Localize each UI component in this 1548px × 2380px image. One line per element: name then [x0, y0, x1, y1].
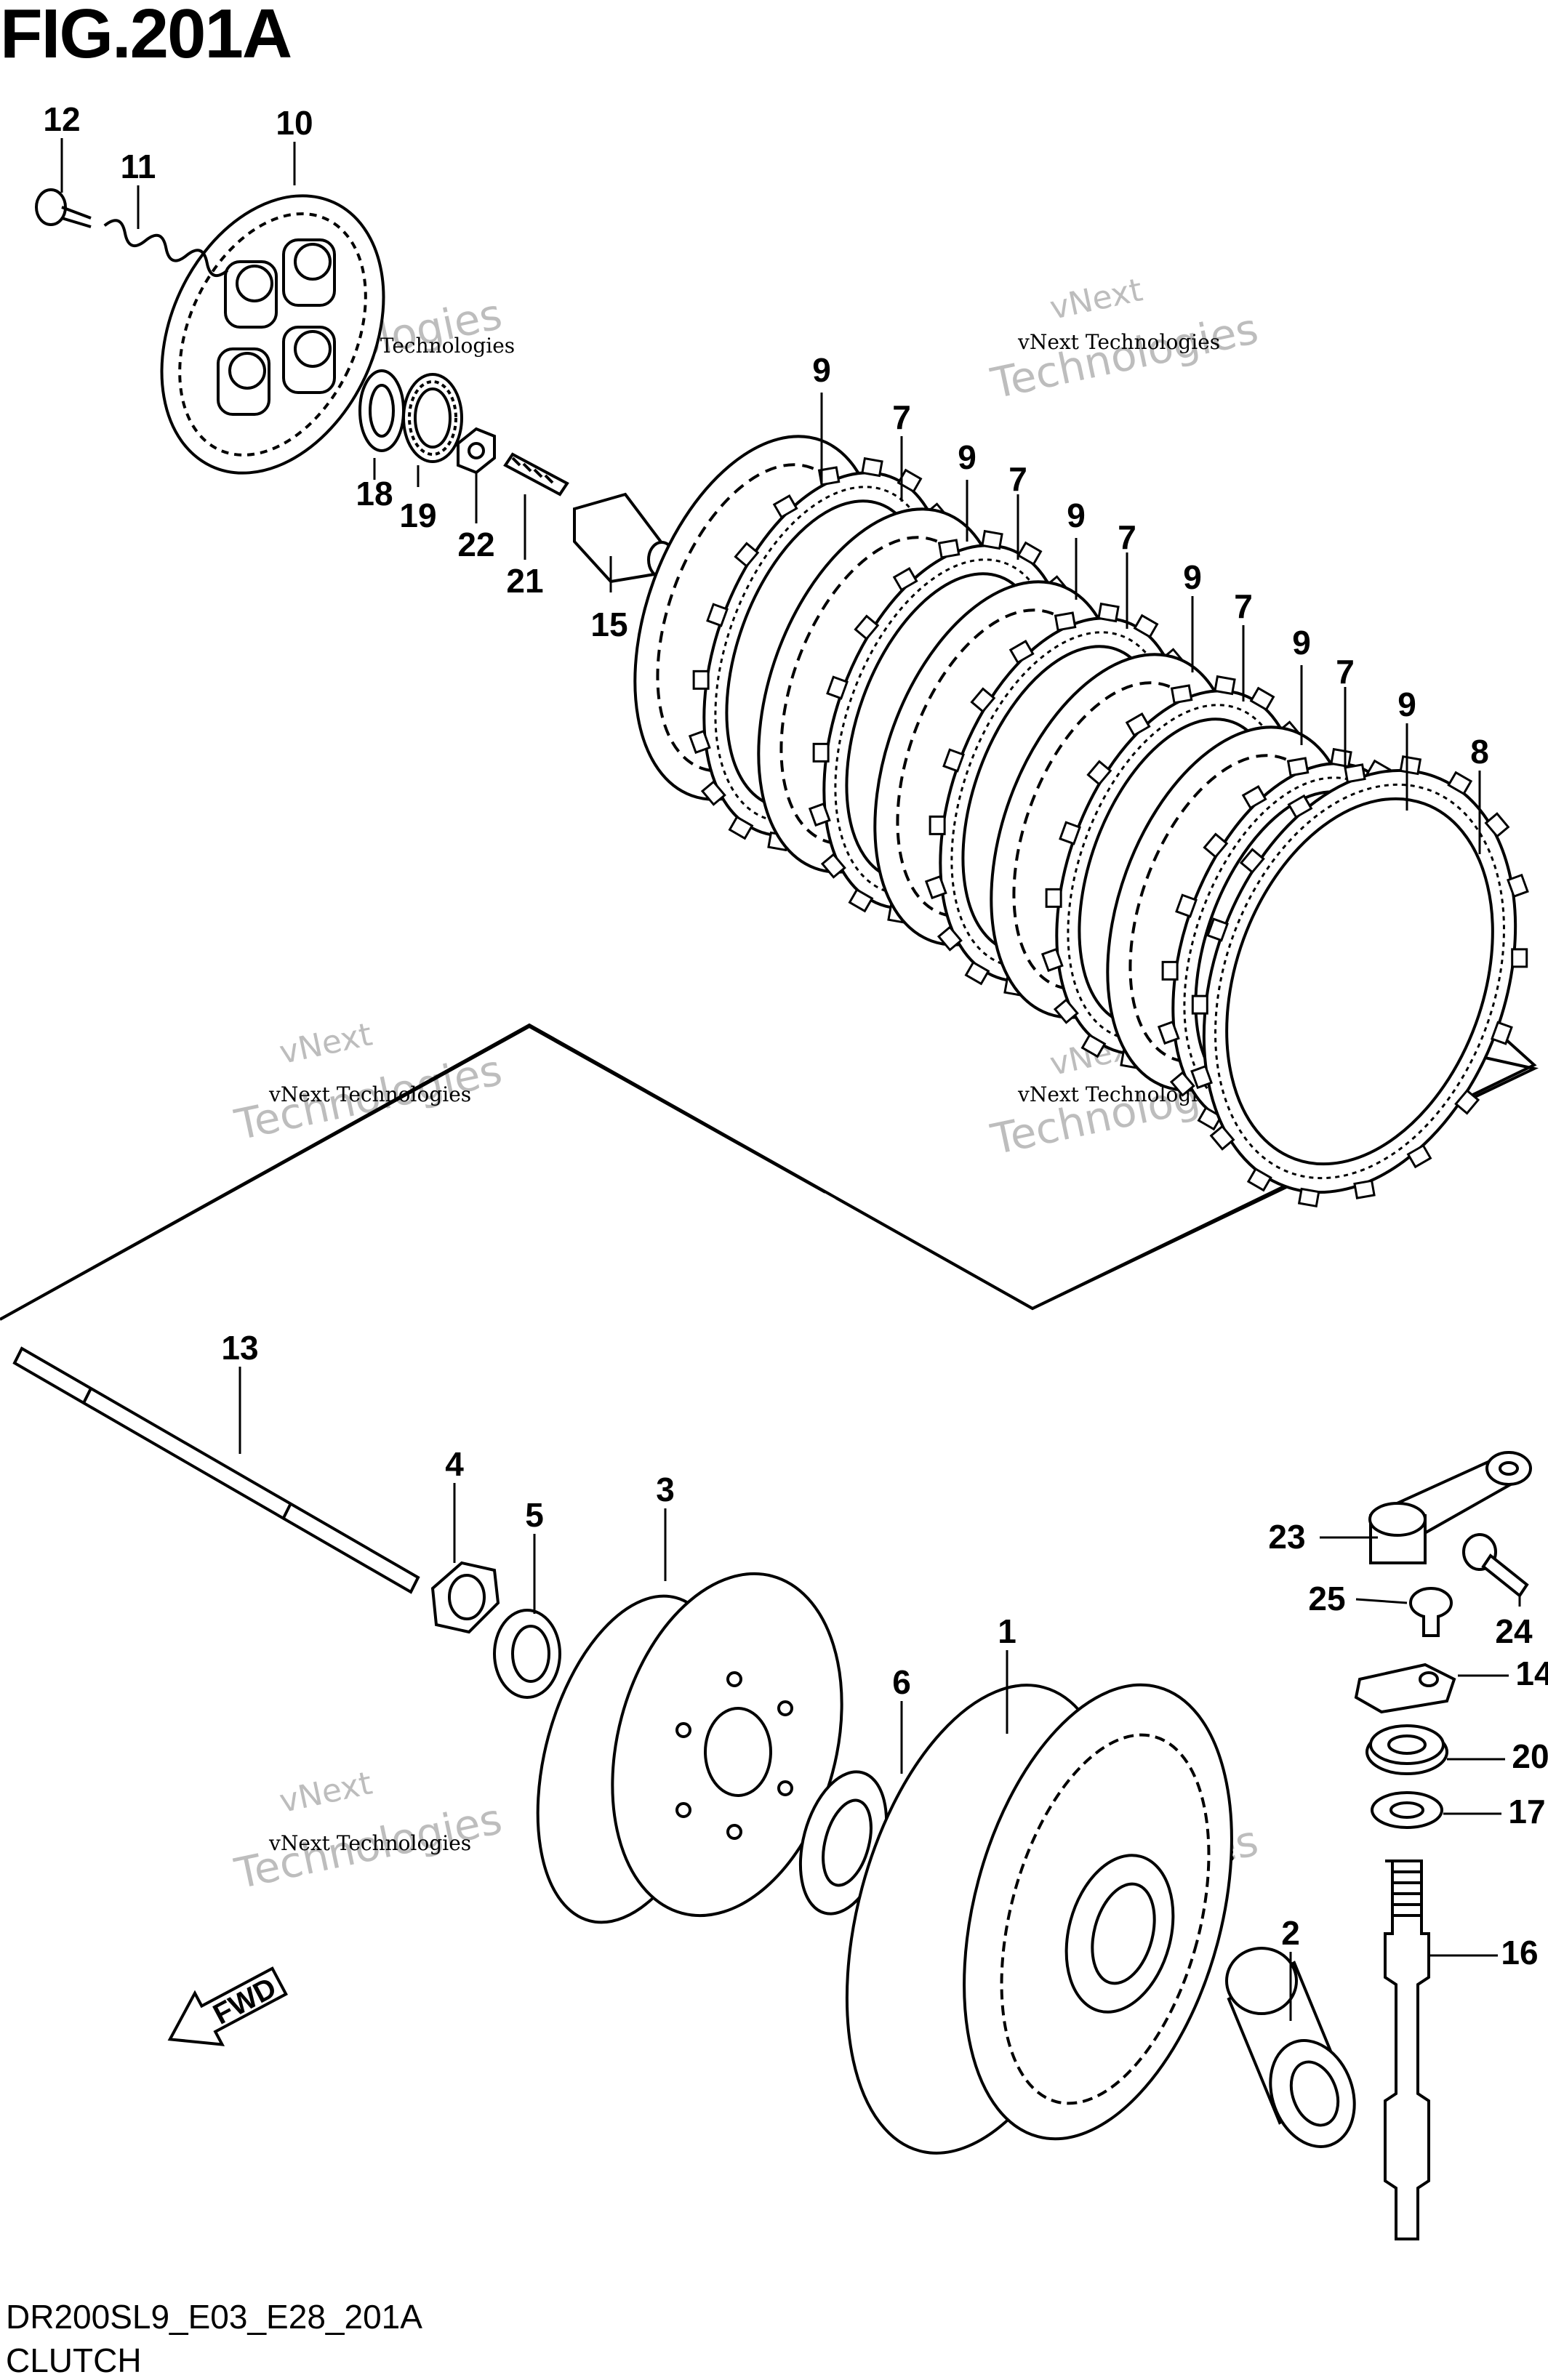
screw-25	[1409, 1587, 1453, 1637]
clutch-plate-stack	[633, 435, 1529, 1208]
release-lever-23	[1368, 1451, 1532, 1564]
callout-7: 7	[1118, 518, 1136, 556]
callout-8: 8	[1470, 733, 1489, 771]
bolt-12	[35, 188, 92, 228]
push-rod-13	[12, 1346, 420, 1594]
callout-7: 7	[892, 398, 911, 436]
callout-7: 7	[1234, 587, 1253, 625]
forward-label: FWD	[208, 1971, 281, 2031]
callout-1: 1	[998, 1612, 1016, 1650]
callout-11: 11	[121, 148, 156, 185]
callout-25: 25	[1308, 1580, 1345, 1617]
watermark-text-3: Technologies	[987, 304, 1263, 409]
washer-17	[1371, 1791, 1443, 1829]
figure-name: CLUTCH	[6, 2341, 142, 2379]
bearing-19	[402, 373, 463, 463]
callout-22: 22	[457, 526, 494, 563]
callout-7: 7	[1008, 460, 1027, 498]
callout-14: 14	[1515, 1655, 1548, 1692]
nut-22	[457, 427, 496, 475]
callout-23: 23	[1268, 1518, 1305, 1556]
callout-18: 18	[356, 475, 393, 512]
callout-9: 9	[1183, 558, 1202, 596]
clutch-hub-3	[536, 1572, 843, 1924]
watermark-caption: vNext Technologies	[268, 1082, 471, 1106]
callout-13: 13	[221, 1329, 258, 1367]
callout-19: 19	[399, 496, 436, 534]
callout-9: 9	[1292, 624, 1311, 662]
washer-5	[493, 1609, 561, 1699]
spring-11	[103, 219, 229, 278]
callout-15: 15	[590, 606, 627, 643]
callout-10: 10	[276, 104, 313, 142]
callout-9: 9	[812, 351, 831, 389]
release-shaft-16	[1384, 1860, 1430, 2240]
callout-16: 16	[1501, 1934, 1538, 1971]
callout-9: 9	[958, 438, 976, 476]
watermark-caption: vNext Technologies	[268, 1831, 471, 1855]
callout-2: 2	[1281, 1914, 1300, 1952]
sleeve-2	[1225, 1947, 1356, 2148]
watermark-text-1: vNext	[1046, 271, 1145, 327]
callout-9: 9	[1067, 496, 1086, 534]
watermark-text-1: vNext	[276, 1765, 375, 1821]
callout-3: 3	[656, 1471, 675, 1508]
callout-group	[60, 138, 1521, 2021]
callout-17: 17	[1508, 1793, 1545, 1830]
callout-20: 20	[1512, 1737, 1548, 1775]
washer-18	[358, 369, 405, 452]
oil-seal-20	[1365, 1724, 1448, 1775]
callout-7: 7	[1336, 653, 1355, 691]
watermark-caption: vNext Technologies	[1017, 330, 1220, 354]
watermark-group: vNext Technologies	[230, 1016, 507, 1150]
callout-labels: 1211101819222115979797979798134536122324…	[43, 100, 1548, 1971]
callout-12: 12	[43, 100, 80, 138]
clutch-housing-1	[845, 1683, 1233, 2155]
callout-9: 9	[1397, 686, 1416, 723]
callout-6: 6	[892, 1663, 911, 1701]
nut-4	[430, 1561, 500, 1634]
callout-21: 21	[506, 562, 543, 600]
watermark-group: vNext Technologies	[987, 271, 1263, 409]
assembly-box-line-left	[0, 1025, 530, 1321]
bolt-24	[1462, 1533, 1529, 1598]
watermark-group: vNext Technologies	[230, 1765, 507, 1899]
callout-24: 24	[1495, 1612, 1533, 1650]
rod-21	[503, 452, 569, 496]
callout-4: 4	[445, 1445, 464, 1483]
figure-title: FIG.201A	[0, 0, 292, 73]
watermark-text-1: vNext	[276, 1016, 375, 1072]
plate-14	[1354, 1663, 1456, 1714]
forward-arrow: FWD	[167, 1966, 288, 2046]
friction-plate	[1190, 755, 1529, 1208]
pressure-plate	[160, 194, 385, 475]
callout-5: 5	[525, 1496, 544, 1534]
figure-code: DR200SL9_E03_E28_201A	[6, 2298, 422, 2336]
